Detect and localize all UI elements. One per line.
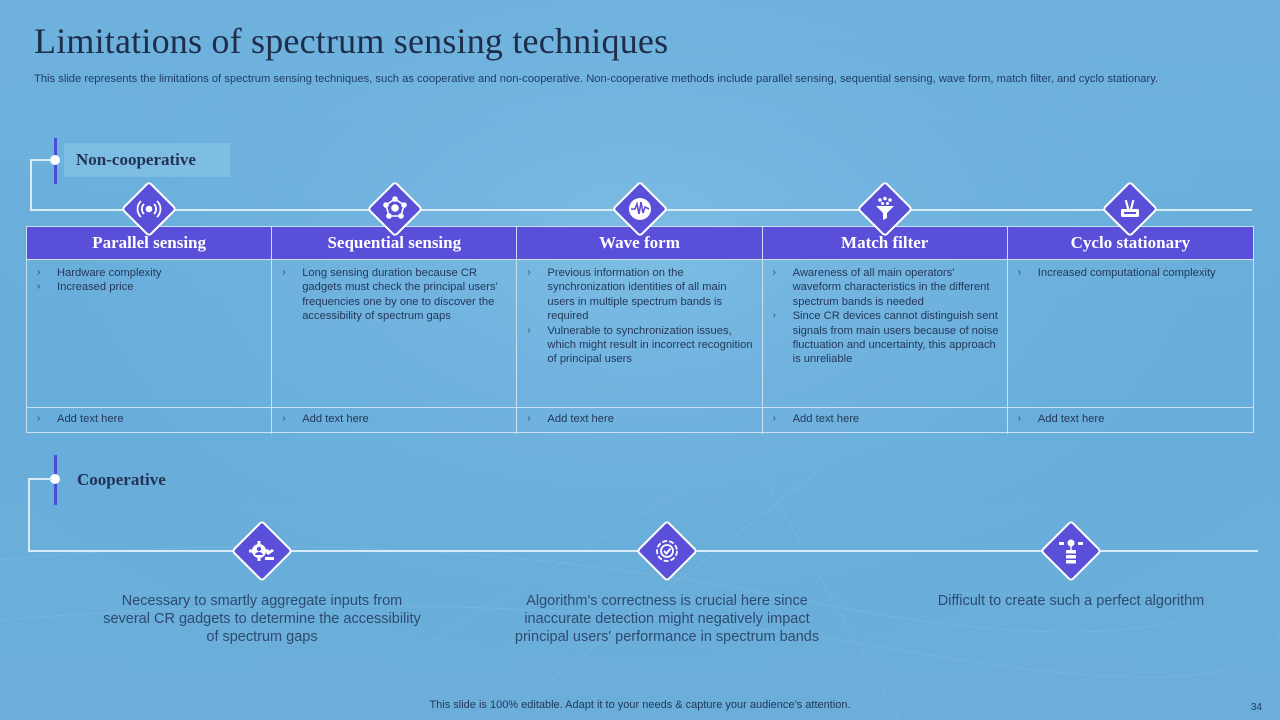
filter-funnel-glyph xyxy=(876,196,894,220)
bullet-text: Increased price xyxy=(57,281,134,294)
table-footer-cell: › Add text here xyxy=(517,407,763,434)
chevron-right-icon: › xyxy=(282,413,286,424)
connector-line xyxy=(28,478,30,552)
list-item: › Awareness of all main operators' wavefo… xyxy=(771,266,999,309)
signal-waves-glyph xyxy=(136,200,162,218)
list-item: › Vulnerable to synchronization issues, w… xyxy=(525,324,753,367)
section-label-noncooperative: Non-cooperative xyxy=(64,143,230,177)
bullet-text: Hardware complexity xyxy=(57,267,162,279)
chevron-right-icon: › xyxy=(282,267,286,278)
footer-placeholder-text[interactable]: Add text here xyxy=(1037,413,1105,425)
bullet-text: Awareness of all main operators' wavefor… xyxy=(792,267,990,308)
server-stack-glyph xyxy=(1059,539,1083,564)
list-item: › Add text here xyxy=(525,412,753,426)
list-item: › Add text here xyxy=(35,412,263,426)
waveform-glyph xyxy=(629,198,651,220)
table-footer-cell: › Add text here xyxy=(27,407,273,434)
network-people-glyph xyxy=(383,196,407,219)
list-item: › Increased computational complexity xyxy=(1016,266,1245,280)
target-cycle-icon xyxy=(635,519,699,583)
table-footer-cell: › Add text here xyxy=(272,407,518,434)
device-tools-glyph xyxy=(1121,199,1139,217)
chevron-right-icon: › xyxy=(527,413,531,424)
chevron-right-icon: › xyxy=(772,413,776,424)
section-label-cooperative: Cooperative xyxy=(77,470,166,489)
chevron-right-icon: › xyxy=(772,267,776,278)
list-item: › Since CR devices cannot distinguish sen… xyxy=(771,309,999,367)
bullet-text: Increased computational complexity xyxy=(1037,267,1216,279)
chevron-right-icon: › xyxy=(1017,267,1022,278)
slide-footer: This slide is 100% editable. Adapt it to… xyxy=(429,699,851,711)
page-subtitle: This slide represents the limitations of… xyxy=(34,73,1159,85)
page-title: Limitations of spectrum sensing techniqu… xyxy=(34,21,669,61)
table-cell: › Hardware complexity › Increased price xyxy=(27,259,273,407)
limitations-table: Parallel sensing Sequential sensing Wave… xyxy=(26,226,1254,434)
gear-user-icon xyxy=(230,519,294,583)
connector-line xyxy=(30,159,32,211)
connector-line xyxy=(28,478,52,480)
chevron-right-icon: › xyxy=(37,281,41,293)
list-item: › Increased price xyxy=(35,280,263,294)
chevron-right-icon: › xyxy=(772,310,776,322)
page-number: 34 xyxy=(1250,702,1262,713)
list-item: › Add text here xyxy=(771,412,999,426)
list-item: › Add text here xyxy=(1016,412,1245,426)
network-people-icon xyxy=(366,180,424,238)
chevron-right-icon: › xyxy=(527,267,531,278)
target-cycle-glyph xyxy=(656,540,678,562)
chevron-right-icon: › xyxy=(1017,413,1022,424)
cooperative-item-text: Algorithm's correctness is crucial here … xyxy=(514,593,820,645)
table-cell: › Long sensing duration because CR gadget… xyxy=(272,259,518,407)
chevron-right-icon: › xyxy=(527,324,531,336)
filter-funnel-icon xyxy=(856,180,914,238)
list-item: › Add text here xyxy=(280,412,508,426)
bullet-text: Vulnerable to synchronization issues, wh… xyxy=(547,324,753,366)
table-cell: › Increased computational complexity xyxy=(1007,259,1253,407)
footer-placeholder-text[interactable]: Add text here xyxy=(302,413,369,425)
list-item: › Previous information on the synchroniza… xyxy=(525,266,753,324)
footer-placeholder-text[interactable]: Add text here xyxy=(57,413,124,425)
table-footer-cell: › Add text here xyxy=(762,407,1008,434)
table-cell: › Awareness of all main operators' wavefo… xyxy=(762,259,1008,407)
section-marker-dot xyxy=(50,474,60,484)
bullet-text: Since CR devices cannot distinguish sent… xyxy=(792,310,999,366)
chevron-right-icon: › xyxy=(37,413,41,424)
chevron-right-icon: › xyxy=(37,267,41,278)
cooperative-item-text: Difficult to create such a perfect algor… xyxy=(937,593,1205,609)
cooperative-item-text: Necessary to smartly aggregate inputs fr… xyxy=(103,593,421,645)
table-footer-cell: › Add text here xyxy=(1007,407,1253,434)
bullet-text: Previous information on the synchronizat… xyxy=(547,267,727,323)
waveform-icon xyxy=(611,180,669,238)
table-cell: › Previous information on the synchroniza… xyxy=(517,259,763,407)
device-tools-icon xyxy=(1101,180,1159,238)
signal-waves-icon xyxy=(120,180,178,238)
section-marker-dot xyxy=(50,155,60,165)
footer-placeholder-text[interactable]: Add text here xyxy=(547,413,614,425)
list-item: › Long sensing duration because CR gadget… xyxy=(280,266,508,324)
footer-placeholder-text[interactable]: Add text here xyxy=(792,413,860,425)
column-header-sequential-sensing: Sequential sensing xyxy=(272,227,518,259)
server-stack-icon xyxy=(1039,519,1103,583)
bullet-text: Long sensing duration because CR gadgets… xyxy=(302,267,498,323)
connector-line xyxy=(30,159,52,161)
gear-user-glyph xyxy=(249,541,274,561)
list-item: › Hardware complexity xyxy=(35,266,263,280)
